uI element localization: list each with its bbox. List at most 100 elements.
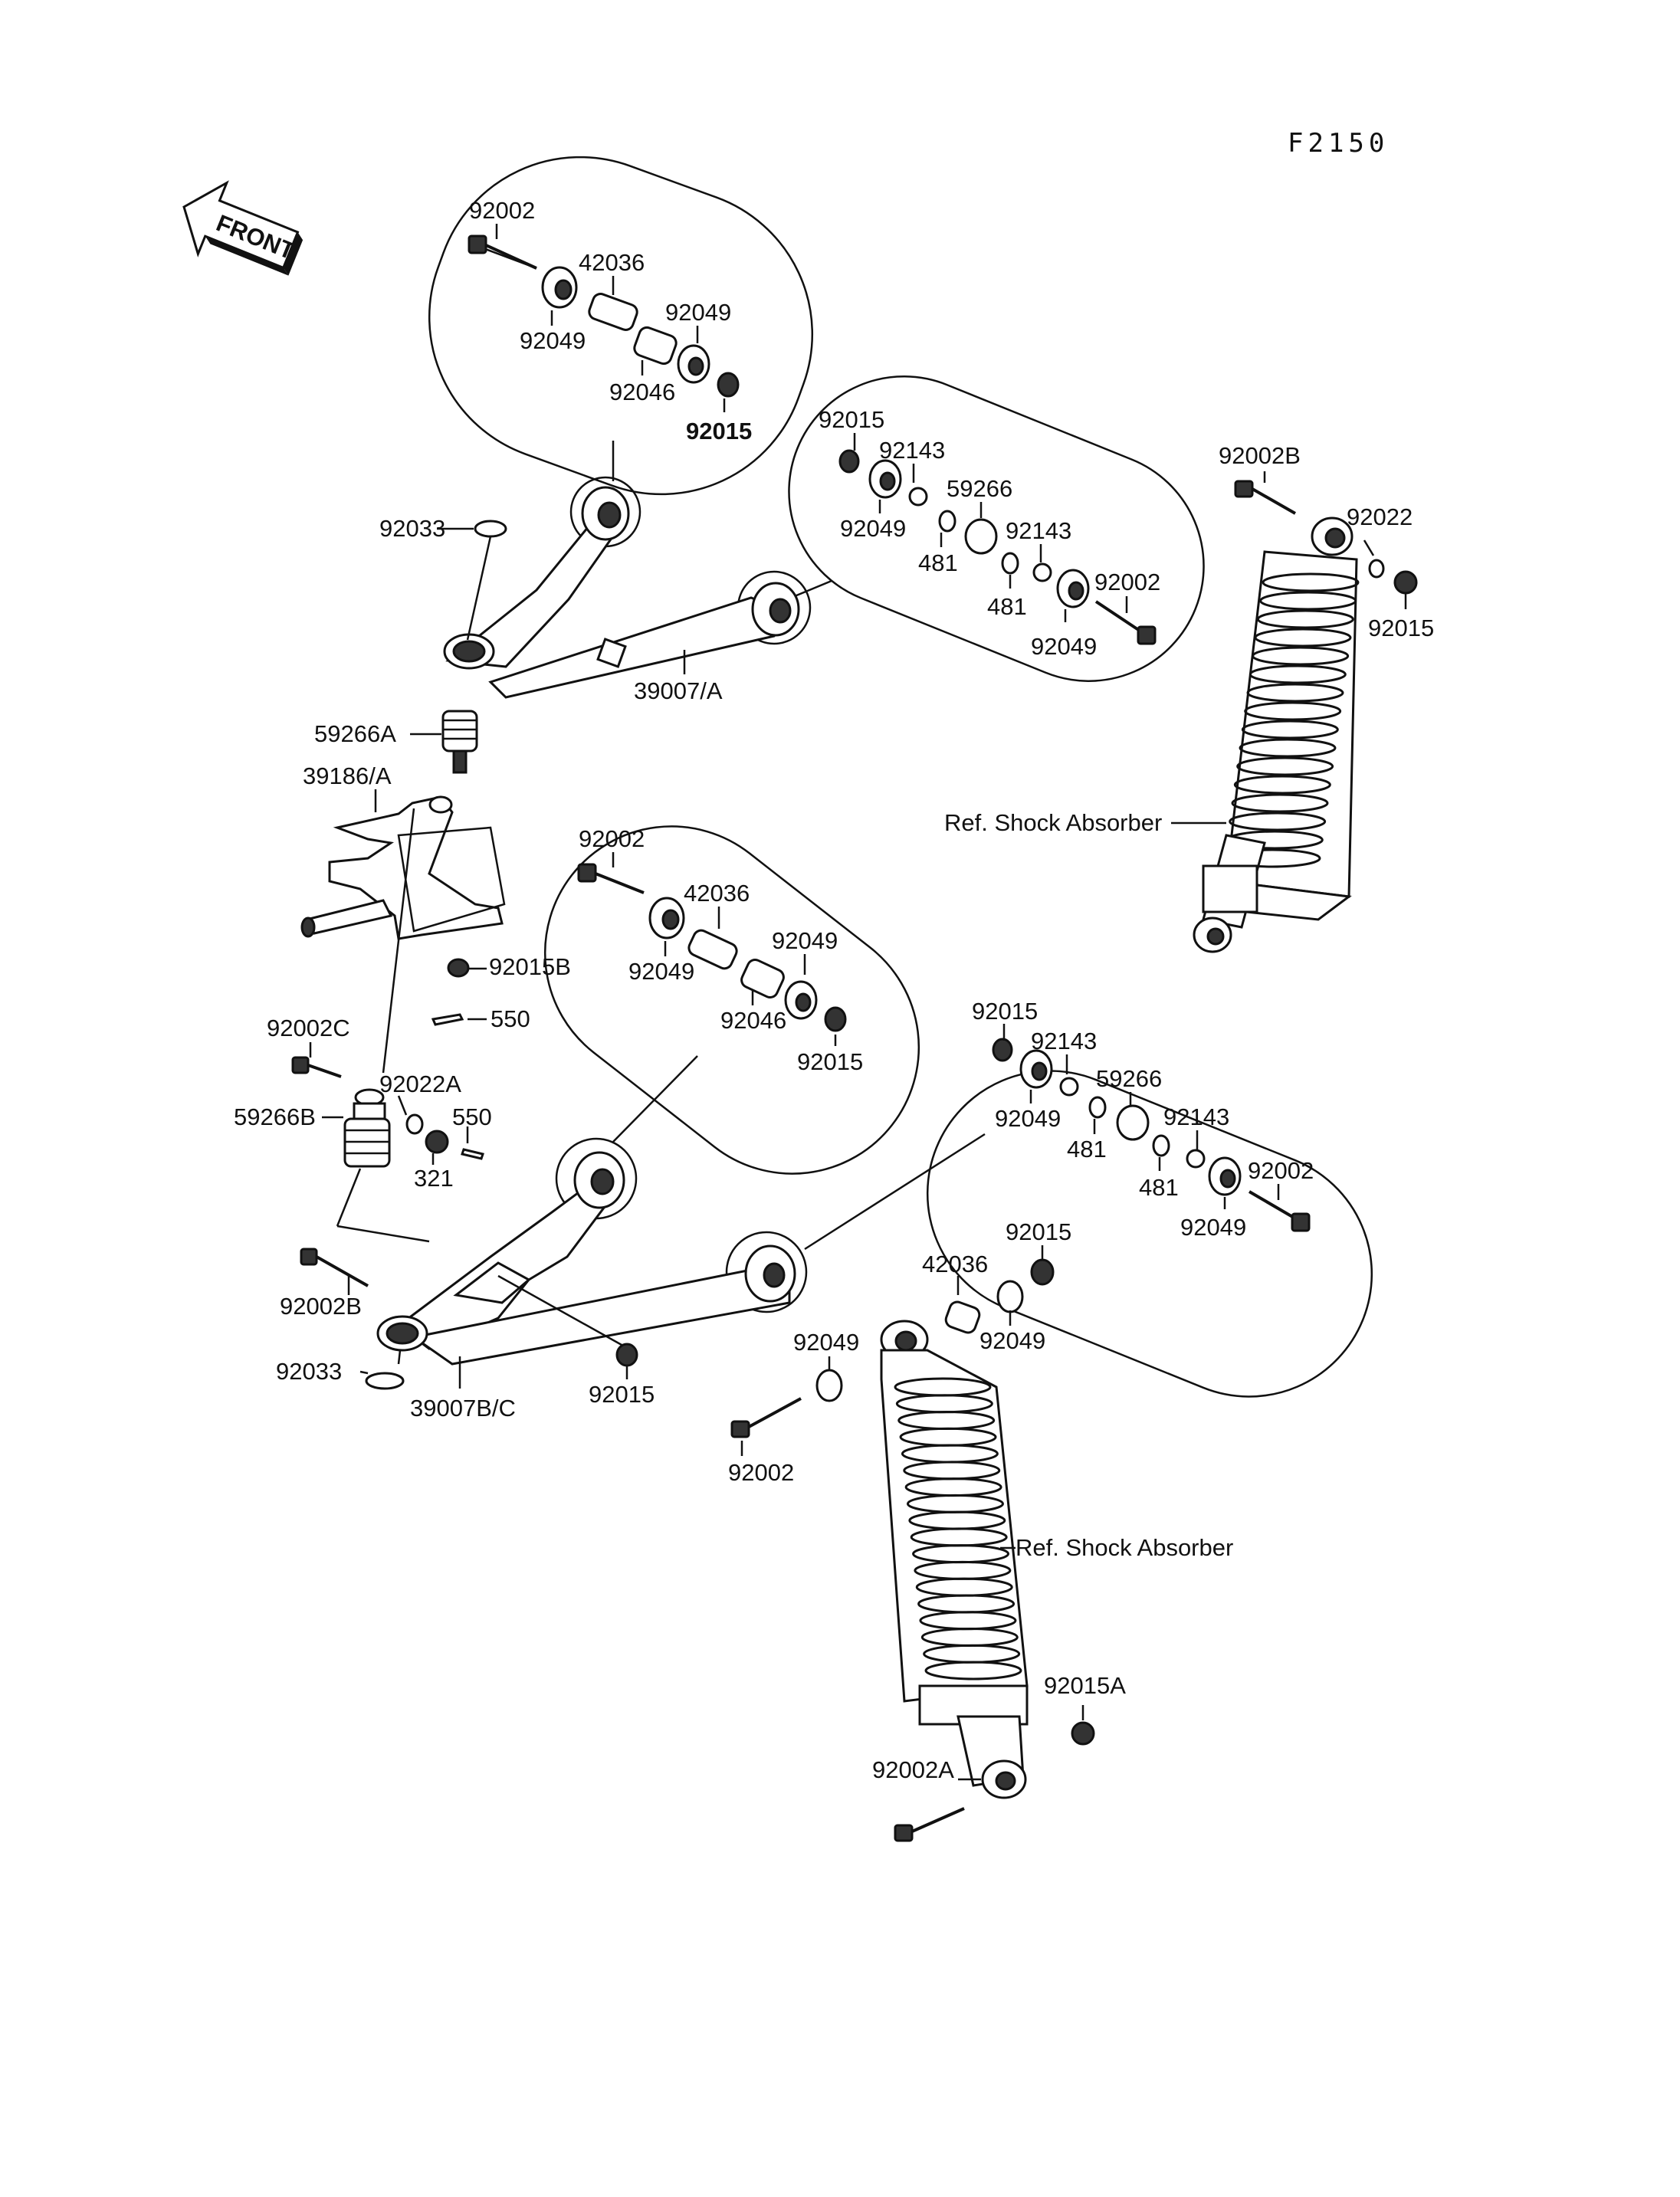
nut-icon bbox=[425, 1130, 449, 1154]
bolt-head-icon bbox=[291, 1056, 310, 1074]
sleeve-icon bbox=[740, 959, 785, 998]
bolt-head-icon bbox=[1137, 625, 1157, 645]
spring-coil bbox=[1252, 646, 1350, 666]
label-lower-inner-5: 92046 bbox=[720, 1007, 786, 1034]
label-upper-inner-3: 92049 bbox=[520, 327, 586, 354]
label-lower-outer-1: 92015 bbox=[972, 998, 1038, 1025]
bolt-head-icon bbox=[894, 1824, 914, 1842]
bolt-head-icon bbox=[1291, 1212, 1311, 1232]
label-upper-inner-1: 92002 bbox=[469, 197, 535, 224]
bolt-head-icon bbox=[468, 234, 487, 254]
label-upper-outer-4: 59266 bbox=[947, 475, 1012, 502]
nut-icon bbox=[824, 1006, 847, 1032]
label-shock2-bolt: 92002 bbox=[728, 1459, 794, 1486]
label-lower-inner-4: 92049 bbox=[772, 927, 838, 954]
bolt-head-icon bbox=[730, 1420, 750, 1438]
label-knuckle: 39186/A bbox=[303, 762, 392, 789]
label-lower-outer-2: 92143 bbox=[1031, 1028, 1097, 1054]
washer-icon bbox=[1368, 559, 1385, 579]
label-shock-top-nut: 92015 bbox=[1368, 615, 1434, 641]
sleeve-icon bbox=[1032, 562, 1052, 582]
label-upper-outer-1: 92015 bbox=[819, 406, 884, 433]
bolt-head-icon bbox=[1234, 480, 1254, 498]
lower-balljoint-icon bbox=[343, 1088, 391, 1168]
upper-inner-parts bbox=[468, 234, 740, 398]
label-lower-outer-6: 92143 bbox=[1163, 1103, 1229, 1130]
ring-icon bbox=[1152, 1134, 1170, 1157]
sleeve-icon bbox=[908, 487, 928, 507]
sleeve-icon bbox=[1186, 1149, 1206, 1169]
spring-coil bbox=[1259, 591, 1357, 611]
collar-icon bbox=[944, 1300, 981, 1334]
bolt-head-icon bbox=[577, 863, 597, 883]
nut-icon bbox=[838, 449, 860, 474]
sleeve-icon bbox=[1059, 1077, 1079, 1097]
spring-coil bbox=[924, 1661, 1022, 1681]
label-lower-inner-1: 92002 bbox=[579, 825, 645, 852]
spring-coil bbox=[1239, 738, 1337, 758]
label-upper-outer-6: 92143 bbox=[1006, 517, 1071, 544]
label-lower-arm: 39007B/C bbox=[410, 1395, 516, 1421]
nut-icon bbox=[1030, 1258, 1055, 1286]
spring-coil bbox=[1262, 572, 1360, 592]
label-nut-lower-arm: 92015 bbox=[589, 1381, 655, 1408]
label-upper-outer-9: 92049 bbox=[1031, 633, 1097, 660]
upper-outer-parts bbox=[838, 449, 1157, 645]
snap-ring-icon bbox=[365, 1372, 405, 1390]
label-shock-top-bolt-b: 92002B bbox=[1219, 442, 1301, 469]
spring-coil bbox=[1244, 701, 1342, 721]
label-shock2-bush-l: 92049 bbox=[793, 1329, 859, 1356]
label-upper-arm: 39007/A bbox=[634, 677, 723, 704]
shock-absorber-lower bbox=[880, 1320, 1029, 1799]
ring-icon bbox=[1001, 552, 1019, 575]
label-cotter-2: 550 bbox=[452, 1103, 492, 1130]
label-balljoint-lower: 59266B bbox=[234, 1103, 316, 1130]
spring-coil bbox=[1254, 628, 1352, 648]
label-upper-inner-6: 92015 bbox=[686, 418, 752, 444]
lower-inner-parts bbox=[577, 863, 847, 1032]
label-upper-inner-5: 92046 bbox=[609, 379, 675, 405]
bushing-icon bbox=[996, 1280, 1024, 1313]
knuckle-leader-box bbox=[397, 826, 506, 933]
label-shock2-nut-a: 92015A bbox=[1044, 1672, 1126, 1699]
spring-coil bbox=[1246, 683, 1344, 703]
label-lower-outer-3: 92049 bbox=[995, 1105, 1061, 1132]
ring-icon bbox=[1088, 1096, 1107, 1119]
coil-spring bbox=[894, 1377, 1022, 1681]
spring-coil bbox=[1256, 609, 1354, 629]
callout-lower-outer bbox=[926, 1070, 1373, 1398]
collar-icon bbox=[588, 293, 638, 331]
figure-code: F2150 bbox=[1288, 128, 1389, 159]
label-lower-outer-9: 92049 bbox=[1180, 1214, 1246, 1241]
label-lower-outer-8: 92002 bbox=[1248, 1157, 1314, 1184]
callout-upper-outer bbox=[788, 375, 1205, 682]
callout-lower-inner bbox=[543, 825, 920, 1175]
label-upper-outer-5: 481 bbox=[918, 549, 958, 576]
nut-icon bbox=[717, 372, 740, 398]
label-upper-inner-4: 92049 bbox=[665, 299, 731, 326]
spring-coil bbox=[1241, 720, 1339, 739]
nut-icon bbox=[992, 1038, 1013, 1062]
label-shock-top-washer: 92022 bbox=[1347, 503, 1413, 530]
collar-icon bbox=[687, 929, 738, 970]
label-ring-upper: 92033 bbox=[379, 515, 445, 542]
lower-outer-parts bbox=[992, 1038, 1311, 1232]
nut-icon bbox=[447, 958, 470, 978]
snap-ring-icon bbox=[474, 520, 507, 538]
front-arrow-icon: FRONT bbox=[182, 180, 304, 276]
label-lower-inner-2: 42036 bbox=[684, 880, 750, 907]
label-lower-outer-7: 481 bbox=[1139, 1174, 1179, 1201]
steering-knuckle bbox=[300, 795, 504, 940]
label-upper-outer-8: 92002 bbox=[1094, 569, 1160, 595]
bushing-icon bbox=[964, 518, 998, 555]
bushing-icon bbox=[815, 1369, 843, 1402]
label-nut-321: 321 bbox=[414, 1165, 454, 1192]
label-balljoint-upper: 59266A bbox=[314, 720, 396, 747]
label-shock2-bolt-a: 92002A bbox=[872, 1756, 954, 1783]
cotter-pin-icon bbox=[461, 1148, 484, 1160]
label-upper-outer-2: 92143 bbox=[879, 437, 945, 464]
nut-icon bbox=[615, 1343, 638, 1367]
spring-coil bbox=[1249, 664, 1347, 684]
label-shock2-nut: 92015 bbox=[1006, 1218, 1071, 1245]
